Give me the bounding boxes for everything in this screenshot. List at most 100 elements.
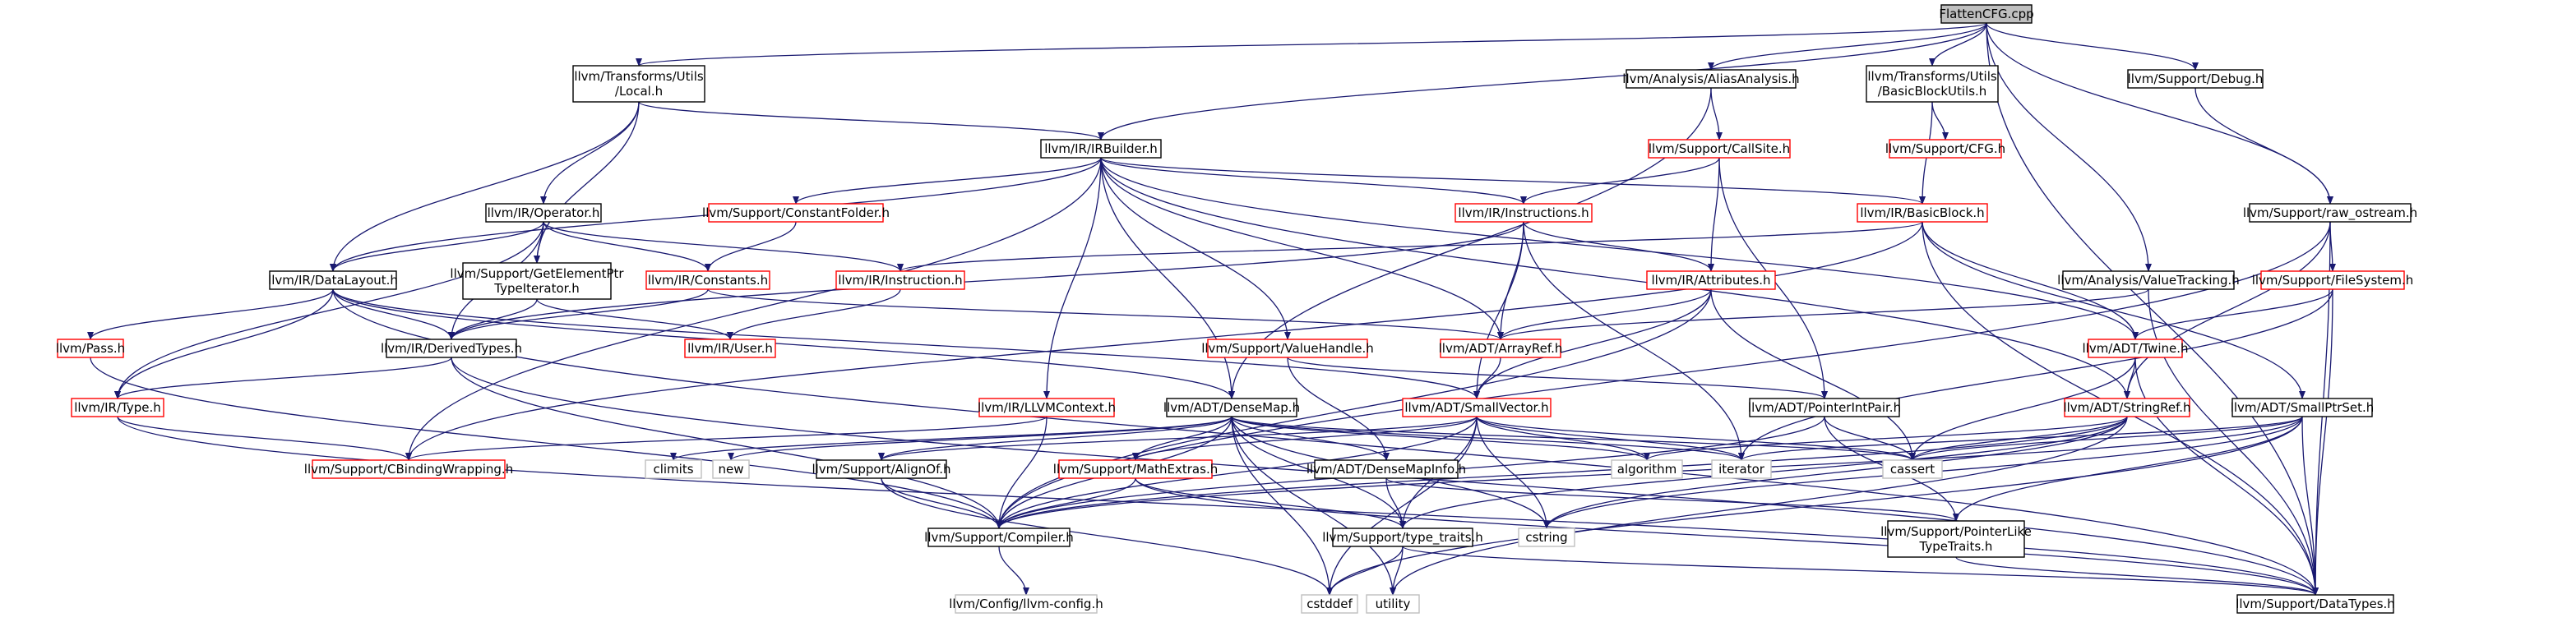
node-constants[interactable]: llvm/IR/Constants.h (645, 270, 770, 290)
node-attributes[interactable]: llvm/IR/Attributes.h (1646, 270, 1776, 290)
edge-densemap-to-iterator (1231, 416, 1745, 461)
node-box (2062, 270, 2235, 290)
edge-tul-to-irb (638, 101, 1104, 141)
edge-aa-to-callsite (1710, 87, 1723, 141)
node-instructions[interactable]: llvm/IR/Instructions.h (1454, 203, 1593, 223)
node-constfolder[interactable]: llvm/Support/ConstantFolder.h (702, 203, 890, 223)
node-box (712, 459, 750, 479)
edge-irb-to-arrayref (1100, 157, 1504, 340)
edge-densemap-to-alignof (878, 416, 1233, 461)
edge-gepti-to-user (536, 298, 733, 340)
node-label: llvm/IR/Instruction.h (838, 273, 962, 288)
node-datatypes[interactable]: llvm/Support/DataTypes.h (2236, 594, 2395, 614)
node-cbinding[interactable]: llvm/Support/CBindingWrapping.h (304, 459, 513, 479)
node-box (1857, 203, 1988, 223)
node-label: llvm/Support/Compiler.h (924, 530, 1074, 545)
node-twine[interactable]: llvm/ADT/Twine.h (2082, 339, 2189, 358)
node-climits: climits (645, 459, 702, 479)
node-basicblock[interactable]: llvm/IR/BasicBlock.h (1857, 203, 1988, 223)
node-box (71, 398, 164, 417)
node-instruction[interactable]: llvm/IR/Instruction.h (835, 270, 965, 290)
node-label: llvm/Support/CallSite.h (1649, 141, 1790, 156)
node-box (1058, 459, 1213, 479)
node-smallvector[interactable]: llvm/ADT/SmallVector.h (1402, 398, 1552, 417)
node-box (645, 270, 770, 290)
node-aa[interactable]: llvm/Analysis/AliasAnalysis.h (1622, 69, 1800, 89)
node-box (1611, 459, 1683, 479)
edge-derivedtypes-to-compiler (451, 357, 1002, 529)
node-datalayout[interactable]: llvm/IR/DataLayout.h (268, 270, 398, 290)
node-llvmconfig: llvm/Config/llvm-config.h (949, 594, 1103, 614)
edge-smallptrset-to-ptrlike (1953, 416, 2303, 522)
node-cfg[interactable]: llvm/Support/CFG.h (1885, 139, 2005, 159)
node-bbu[interactable]: llvm/Transforms/Utils/BasicBlockUtils.h (1866, 65, 1999, 103)
node-box (1646, 270, 1776, 290)
node-box (816, 459, 947, 479)
edge-basicblock-to-twine (1922, 221, 2139, 340)
node-callsite[interactable]: llvm/Support/CallSite.h (1648, 139, 1791, 159)
node-smallptrset[interactable]: llvm/ADT/SmallPtrSet.h (2231, 398, 2375, 417)
edge-valuetracking-to-arrayref (1497, 288, 2149, 340)
node-tul[interactable]: llvm/Transforms/Utils/Local.h (572, 65, 705, 103)
node-algorithm: algorithm (1611, 459, 1683, 479)
edge-stringref-to-algorithm (1644, 416, 2128, 461)
node-operator[interactable]: llvm/IR/Operator.h (485, 203, 602, 223)
node-box (1166, 398, 1297, 417)
node-stringref[interactable]: llvm/ADT/StringRef.h (2063, 398, 2191, 417)
node-label: llvm/Support/PointerLike (1880, 524, 2032, 539)
node-box (2088, 339, 2183, 358)
edge-twine-to-datatypes (2134, 357, 2319, 596)
node-type[interactable]: llvm/IR/Type.h (71, 398, 164, 417)
node-pointerintpair[interactable]: llvm/ADT/PointerIntPair.h (1748, 398, 1901, 417)
edge-compiler-to-llvmconfig (998, 546, 1029, 596)
node-label: llvm/IR/Operator.h (488, 205, 600, 220)
node-label: cstring (1525, 530, 1567, 545)
node-box (1040, 139, 1162, 159)
edge-callsite-to-attributes (1708, 157, 1720, 272)
node-valuetracking[interactable]: llvm/Analysis/ValueTracking.h (2057, 270, 2240, 290)
edge-attributes-to-arrayref (1497, 288, 1712, 340)
edge-rawostream-to-stringref (2124, 221, 2331, 399)
edge-densemap-to-new (728, 416, 1233, 461)
node-typetraits[interactable]: llvm/Support/type_traits.h (1322, 528, 1483, 547)
edge-type-to-cbinding (117, 416, 412, 461)
node-box (1887, 520, 2025, 558)
node-label: iterator (1718, 462, 1765, 477)
node-label: llvm/ADT/DenseMap.h (1163, 400, 1300, 415)
node-valuehandle[interactable]: llvm/Support/ValueHandle.h (1201, 339, 1374, 358)
node-compiler[interactable]: llvm/Support/Compiler.h (924, 528, 1074, 547)
node-irb[interactable]: llvm/IR/IRBuilder.h (1040, 139, 1162, 159)
edge-irb-to-twine (1100, 157, 2139, 340)
node-debug[interactable]: llvm/Support/Debug.h (2127, 69, 2264, 89)
node-pass[interactable]: llvm/Pass.h (56, 339, 125, 358)
node-densemapinfo[interactable]: llvm/ADT/DenseMapInfo.h (1306, 459, 1466, 479)
edge-smallptrset-to-cassert (1909, 416, 2303, 461)
edge-derivedtypes-to-type (114, 357, 452, 399)
node-flattencfg[interactable]: FlattenCFG.cpp (1939, 4, 2034, 24)
edge-typetraits-to-cstddef (1326, 546, 1404, 596)
edge-smallvector-to-iterator (1476, 416, 1745, 461)
node-filesystem[interactable]: llvm/Support/FileSystem.h (2252, 270, 2414, 290)
node-label: TypeIterator.h (493, 281, 579, 296)
node-alignof[interactable]: llvm/Support/AlignOf.h (812, 459, 951, 479)
edge-twine-to-cassert (1909, 357, 2136, 461)
node-rawostream[interactable]: llvm/Support/raw_ostream.h (2243, 203, 2417, 223)
node-llvmcontext[interactable]: llvm/IR/LLVMContext.h (978, 398, 1116, 417)
node-densemap[interactable]: llvm/ADT/DenseMap.h (1163, 398, 1300, 417)
node-box (1402, 398, 1552, 417)
node-iterator: iterator (1711, 459, 1772, 479)
edge-flattencfg-to-rawostream (1986, 22, 2333, 205)
node-label: llvm/Support/Debug.h (2128, 71, 2264, 86)
node-user[interactable]: llvm/IR/User.h (684, 339, 776, 358)
node-box (1207, 339, 1368, 358)
edge-attributes-to-cassert (1710, 288, 1916, 461)
edge-constants-to-derivedtypes (448, 288, 709, 340)
node-box (978, 398, 1115, 417)
node-derivedtypes[interactable]: llvm/IR/DerivedTypes.h (381, 339, 522, 358)
node-arrayref[interactable]: llvm/ADT/ArrayRef.h (1439, 339, 1563, 358)
node-mathextras[interactable]: llvm/Support/MathExtras.h (1053, 459, 1218, 479)
node-box (1889, 139, 2002, 159)
